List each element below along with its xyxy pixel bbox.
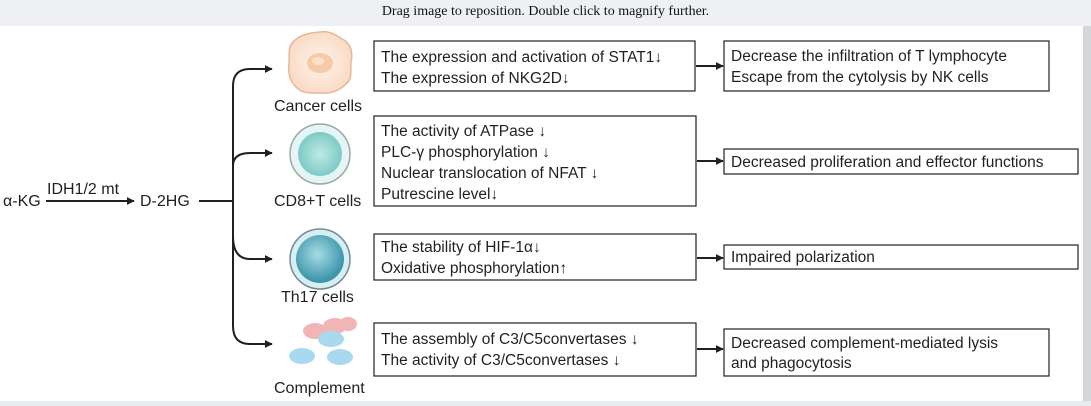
cancer-mechanism-2: The expression of NKG2D↓: [381, 70, 570, 87]
substrate-label: α-KG: [3, 193, 41, 210]
th17-mechanism-1: The stability of HIF-1α↓: [381, 239, 541, 256]
complement-mechanism-box: [373, 322, 697, 377]
cd8-mechanism-3: Nuclear translocation of NFAT ↓: [381, 165, 598, 182]
complement-outcome-1: Decreased complement-mediated lysis: [731, 335, 998, 352]
cancer-cells-label: Cancer cells: [274, 98, 362, 115]
cd8-t-cells-label: CD8+T cells: [274, 193, 361, 210]
complement-mechanism-1: The assembly of C3/C5convertases ↓: [381, 331, 639, 348]
complement-mechanism-2: The activity of C3/C5convertases ↓: [381, 352, 621, 369]
cancer-outcome-box: [723, 40, 1050, 92]
cd8-outcome-1: Decreased proliferation and effector fun…: [731, 154, 1044, 171]
pathway-diagram: α-KG IDH1/2 mt D-2HG Cancer cells CD8+T …: [3, 30, 1079, 397]
branch-th17-arrow: [232, 235, 273, 263]
branch-complement-arrow: [232, 201, 273, 348]
cd8-outcome-box: [723, 148, 1079, 175]
th17-mechanism-box: [373, 233, 697, 281]
cd8-t-cell-icon: [289, 123, 351, 185]
cancer-outcome-2: Escape from the cytolysis by NK cells: [731, 69, 989, 86]
th17-outcome-1: Impaired polarization: [731, 249, 875, 266]
viewer-hint: Drag image to reposition. Double click t…: [381, 4, 710, 19]
complement-icon: [289, 317, 357, 365]
th17-cell-icon: [289, 228, 351, 290]
th17-outcome-box: [723, 244, 1079, 270]
th17-mechanism-2: Oxidative phosphorylation↑: [381, 260, 567, 277]
cd8-mechanism-1: The activity of ATPase ↓: [381, 123, 546, 140]
branch-cancer-arrow: [232, 65, 273, 201]
cancer-outcome-1: Decrease the infiltration of T lymphocyt…: [731, 48, 1007, 65]
complement-outcome-2: and phagocytosis: [731, 355, 852, 372]
cancer-cell-icon: [287, 30, 353, 94]
enzyme-label: IDH1/2 mt: [47, 181, 120, 198]
cd8-mechanism-4: Putrescine level↓: [381, 186, 498, 203]
cd8-mechanism-2: PLC-γ phosphorylation ↓: [381, 144, 550, 161]
vertical-scrollbar[interactable]: [1083, 26, 1091, 401]
cancer-mechanism-box: [373, 40, 696, 92]
complement-outcome-box: [723, 328, 1050, 377]
product-label: D-2HG: [140, 193, 190, 210]
th17-cells-label: Th17 cells: [281, 289, 354, 306]
cancer-mechanism-1: The expression and activation of STAT1↓: [381, 49, 662, 66]
viewer-toolbar: Drag image to reposition. Double click t…: [0, 0, 1091, 26]
branch-cd8-arrow: [232, 149, 273, 167]
cd8-mechanism-box: [373, 115, 697, 207]
figure-canvas[interactable]: α-KG IDH1/2 mt D-2HG Cancer cells CD8+T …: [0, 26, 1083, 401]
complement-label: Complement: [274, 380, 365, 397]
